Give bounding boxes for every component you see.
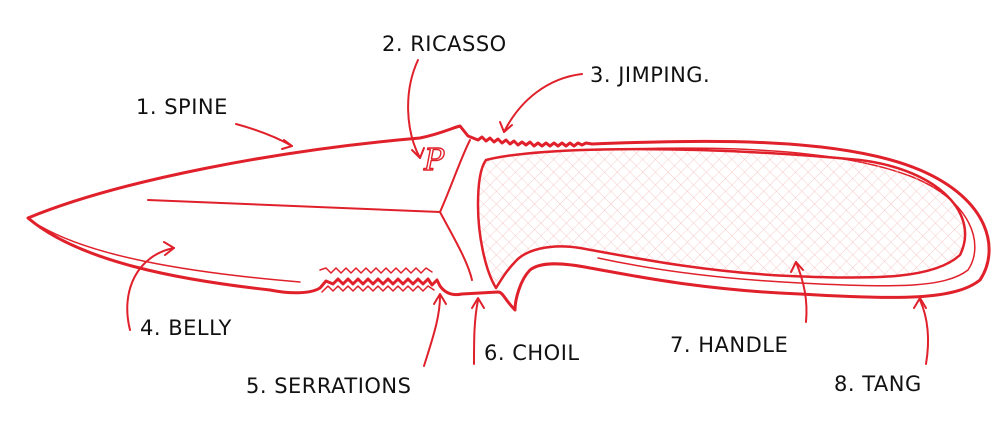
ricasso-arrowhead <box>411 147 425 159</box>
spine-arrow <box>235 123 293 147</box>
belly-arrowhead <box>163 241 175 256</box>
spine-arrowhead <box>281 139 293 150</box>
handle-scale <box>476 147 967 290</box>
label-handle: 7. HANDLE <box>670 333 789 357</box>
knife-outline <box>26 124 991 312</box>
belly-arrow <box>126 247 175 331</box>
label-choil: 6. CHOIL <box>484 341 580 365</box>
edge-bevel-line <box>39 225 301 283</box>
ricasso-arrow <box>407 59 421 159</box>
handle-arrowhead <box>790 261 804 273</box>
choil-arrowhead <box>471 297 485 309</box>
serration-detail <box>319 267 433 274</box>
label-spine: 1. SPINE <box>136 95 228 119</box>
jimping-arrow <box>503 73 583 133</box>
jimping-arrowhead <box>499 121 513 133</box>
label-ricasso: 2. RICASSO <box>382 32 507 56</box>
choil-arrow <box>473 299 479 365</box>
ricasso-grind-line <box>439 211 473 281</box>
label-tang: 8. TANG <box>834 372 922 396</box>
logo-mark: P <box>423 143 445 178</box>
blade-grind-line <box>147 199 441 213</box>
handle-arrow <box>795 261 808 323</box>
label-serrations: 5. SERRATIONS <box>246 374 412 398</box>
tang-arrow <box>919 299 929 365</box>
tang-arrowhead <box>913 297 927 309</box>
serrations-arrow <box>423 295 441 367</box>
label-jimping: 3. JIMPING. <box>590 63 711 87</box>
label-belly: 4. BELLY <box>140 316 232 340</box>
serrations-arrowhead <box>433 293 447 305</box>
serration-detail-lower <box>321 285 435 293</box>
ricasso-curve <box>439 139 471 213</box>
tang-inner-line <box>595 147 976 287</box>
